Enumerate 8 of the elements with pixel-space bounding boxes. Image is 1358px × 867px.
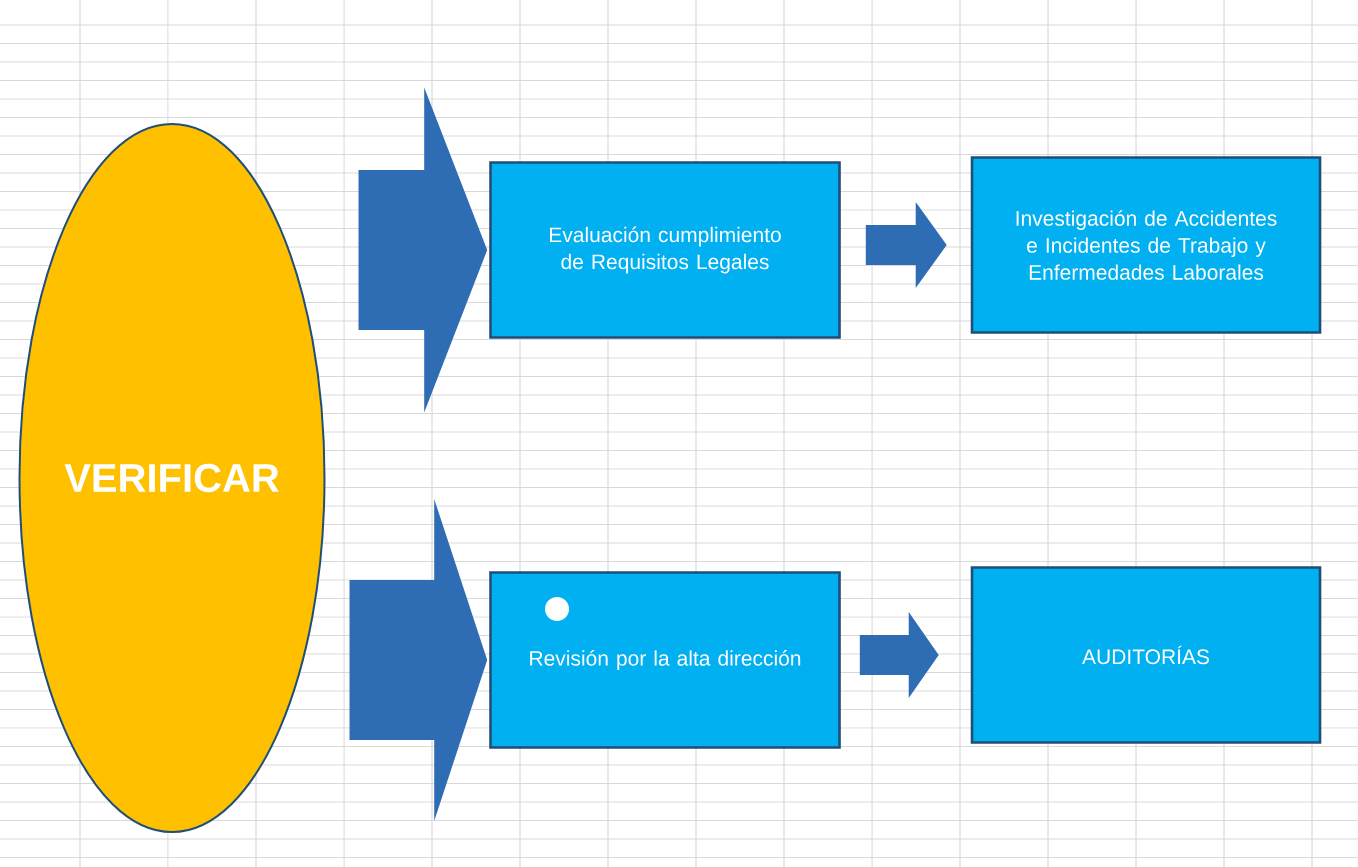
block-arrow	[865, 202, 947, 288]
process-box: Evaluación cumplimiento de Requisitos Legales	[489, 161, 841, 339]
block-arrow	[349, 499, 488, 821]
process-box: Revisión por la alta dirección	[489, 571, 841, 749]
block-arrow	[358, 87, 488, 413]
block-arrow	[859, 612, 939, 698]
process-box: Investigación de Accidentes e Incidentes de Trabajo y Enfermedades Laborales	[970, 156, 1322, 334]
process-box: AUDITORÍAS	[970, 566, 1322, 744]
